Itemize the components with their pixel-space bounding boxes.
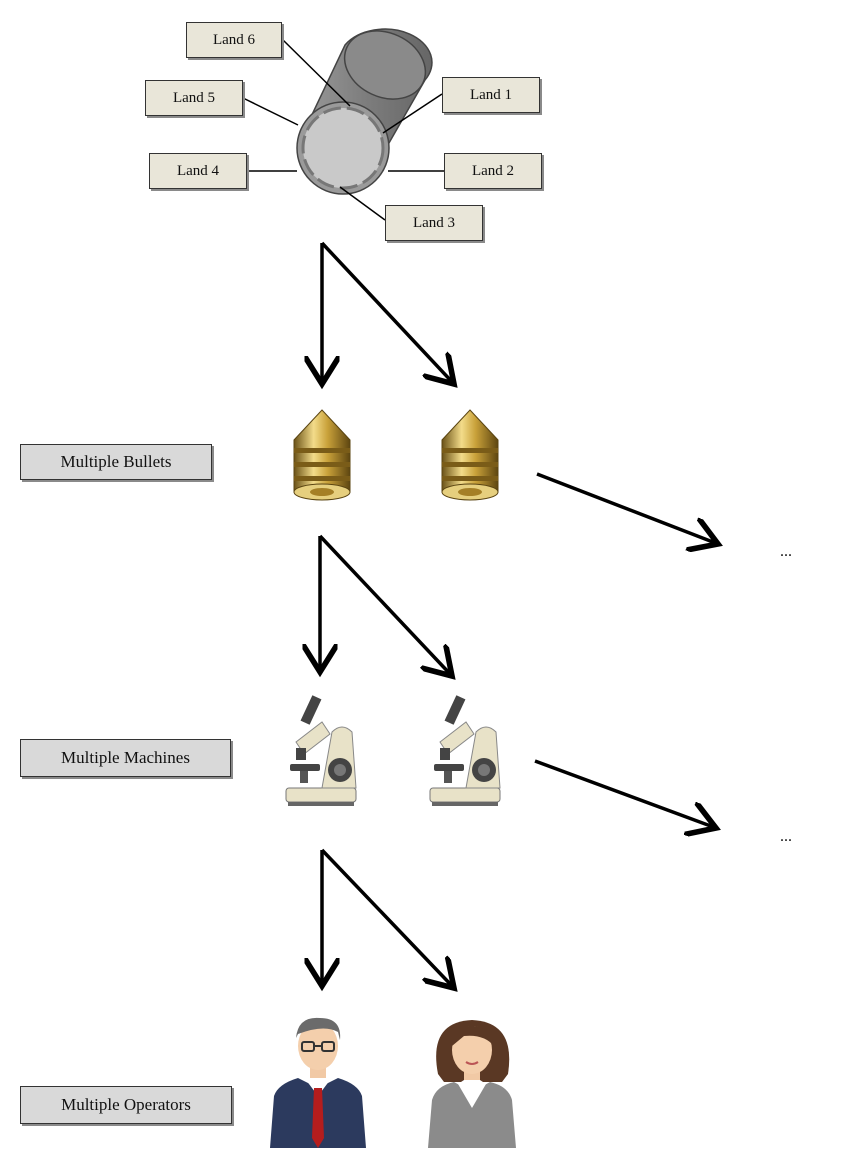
land-5-label: Land 5: [145, 80, 243, 116]
machines-level-label: Multiple Machines: [20, 739, 231, 777]
land-6-label: Land 6: [186, 22, 282, 58]
operators-level-label: Multiple Operators: [20, 1086, 232, 1124]
machines-continuation-ellipsis: ...: [780, 828, 792, 845]
land-leader-lines: [242, 39, 444, 221]
barrel-icon: [296, 28, 433, 195]
bullets-level-label: Multiple Bullets: [20, 444, 212, 480]
male-operator-icon: [270, 1017, 366, 1148]
microscope-icon: [429, 695, 501, 806]
land-2-label: Land 2: [444, 153, 542, 189]
bullets-continuation-ellipsis: ...: [780, 543, 792, 560]
land-1-label: Land 1: [442, 77, 540, 113]
land-4-label: Land 4: [149, 153, 247, 189]
microscope-icon: [285, 695, 357, 806]
flow-arrows: [320, 241, 718, 988]
bullet-icon: [293, 409, 351, 501]
land-3-label: Land 3: [385, 205, 483, 241]
female-operator-icon: [428, 1020, 516, 1148]
bullet-icon: [441, 409, 499, 501]
